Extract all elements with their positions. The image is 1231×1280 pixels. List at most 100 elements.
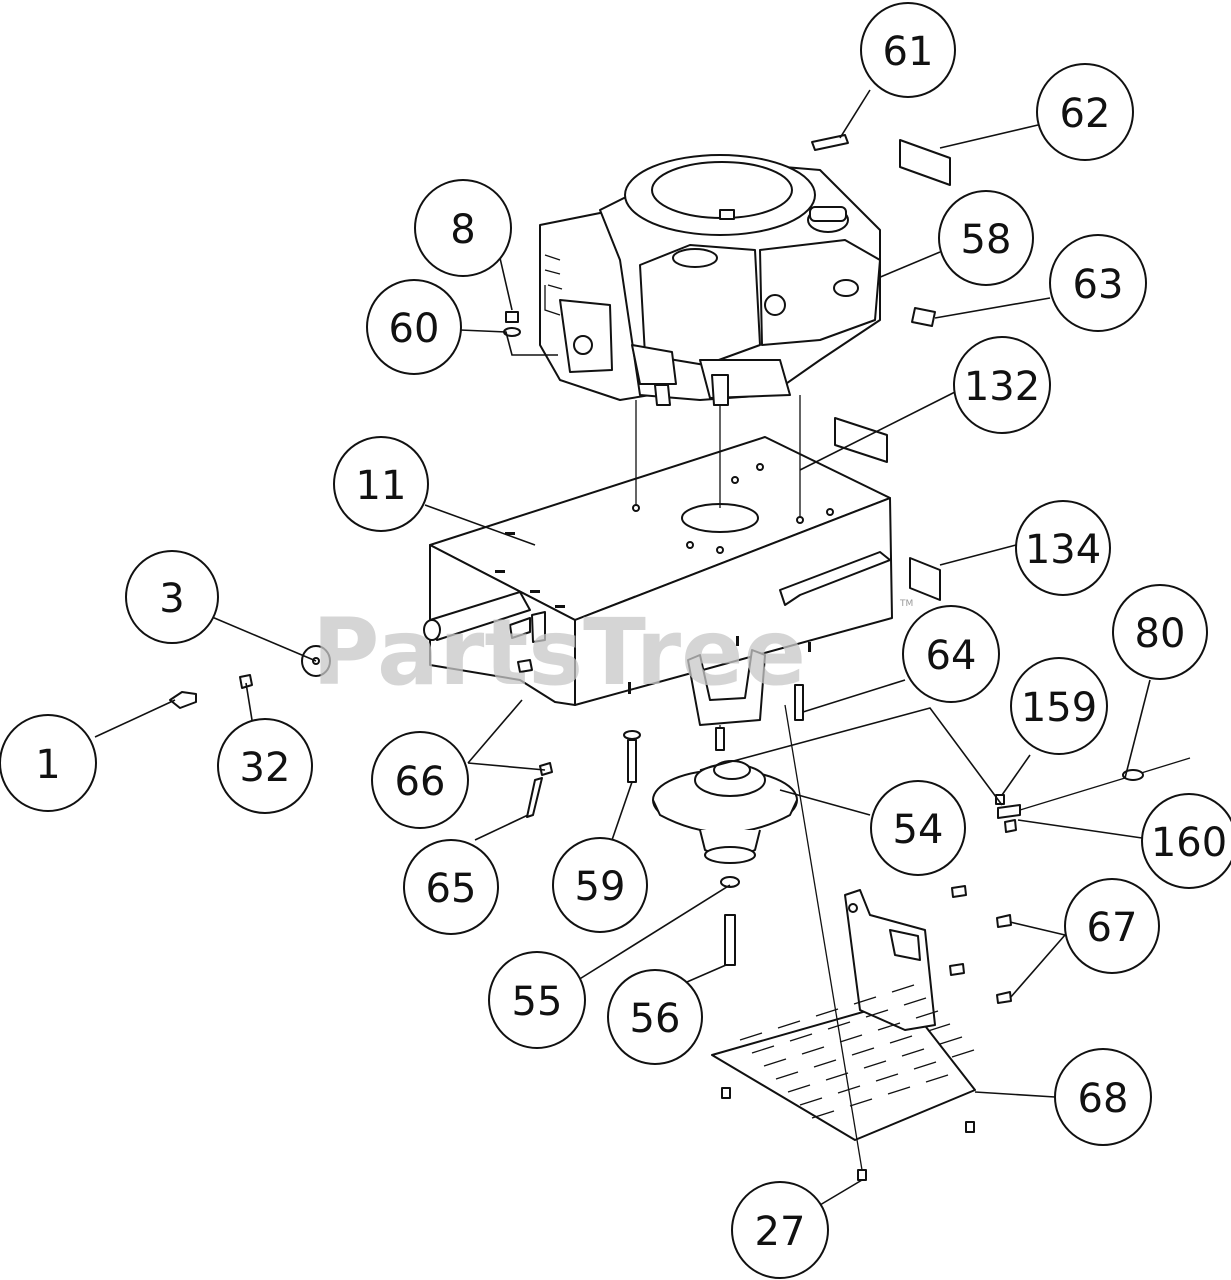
plate-slot (789, 1033, 813, 1042)
leader-line (424, 504, 536, 546)
callout-circle (902, 605, 1000, 703)
callout-64: 64 (902, 605, 1000, 703)
plate-slot (813, 1059, 837, 1068)
callout-label: 27 (755, 1209, 806, 1255)
leader-line (474, 814, 529, 841)
callout-circle (870, 780, 966, 876)
plate-slot (939, 1036, 963, 1045)
callout-132: 132 (953, 336, 1051, 434)
plate-slot (865, 1009, 889, 1018)
leader-line (211, 616, 317, 662)
leader-line (939, 124, 1039, 149)
callout-8: 8 (414, 179, 512, 277)
callout-66: 66 (371, 731, 469, 829)
plate-slot (901, 1048, 925, 1057)
plate-slot (851, 1047, 875, 1056)
callout-circle (607, 969, 703, 1065)
callout-label: 65 (426, 866, 477, 912)
callout-circle (366, 279, 462, 375)
callout-58: 58 (938, 190, 1034, 286)
callout-label: 159 (1021, 685, 1097, 731)
callout-80: 80 (1112, 584, 1208, 680)
engine (539, 154, 881, 406)
callout-61: 61 (860, 2, 956, 98)
leader-line (577, 884, 731, 981)
plate-slot (751, 1045, 775, 1054)
callout-label: 66 (395, 759, 446, 805)
callout-62: 62 (1036, 63, 1134, 161)
callout-3: 3 (125, 550, 219, 644)
callout-label: 61 (883, 29, 934, 75)
callout-circle (0, 714, 97, 812)
callout-label: 62 (1060, 91, 1111, 137)
callout-circle (414, 179, 512, 277)
leader-line (939, 544, 1017, 566)
leader-line (799, 391, 956, 471)
leader-line (459, 329, 558, 356)
callout-1: 1 (0, 714, 97, 812)
callout-11: 11 (333, 436, 429, 532)
plate-slot (891, 984, 915, 993)
callout-label: 80 (1135, 611, 1186, 657)
leader-line (94, 699, 176, 738)
callout-27: 27 (731, 1181, 829, 1279)
plate-slot (739, 1032, 763, 1041)
leader-line (839, 89, 871, 139)
callout-label: 32 (240, 745, 291, 791)
leader-line (1017, 819, 1143, 839)
callout-68: 68 (1054, 1048, 1152, 1146)
leader-line (819, 1179, 863, 1206)
pulley-assembly (652, 760, 798, 864)
callout-circle (333, 436, 429, 532)
callout-label: 68 (1078, 1076, 1129, 1122)
callout-label: 160 (1151, 820, 1227, 866)
plate-slot (887, 1086, 911, 1095)
callout-54: 54 (870, 780, 966, 876)
plate-slot (903, 997, 927, 1006)
callout-label: 58 (961, 217, 1012, 263)
mount-plate (711, 889, 976, 1141)
callout-label: 60 (389, 306, 440, 352)
leader-line (1009, 921, 1066, 936)
mount-lines (635, 395, 801, 728)
leader-line (679, 964, 727, 986)
leader-line (245, 682, 253, 721)
callout-67: 67 (1064, 878, 1160, 974)
callout-label: 11 (356, 463, 407, 509)
callout-circle (1141, 793, 1231, 889)
callout-circle (371, 731, 469, 829)
plate-slot (827, 1021, 851, 1030)
plate-slot (853, 996, 877, 1005)
leader-line (467, 762, 546, 771)
callout-circle (488, 951, 586, 1049)
callout-label: 3 (159, 576, 184, 622)
callout-label: 1 (35, 742, 60, 788)
callout-59: 59 (552, 837, 648, 933)
leader-line (779, 789, 871, 816)
plate-slot (951, 1049, 975, 1058)
callout-160: 160 (1141, 793, 1231, 889)
leader-line (1001, 754, 1031, 796)
callout-circle (1054, 1048, 1152, 1146)
plate-slot (777, 1020, 801, 1029)
callout-circle (125, 550, 219, 644)
leader-line (1009, 934, 1066, 999)
callout-circle (953, 336, 1051, 434)
plate-slot (875, 1073, 899, 1082)
callout-label: 64 (926, 633, 977, 679)
callout-60: 60 (366, 279, 462, 375)
callout-circle (731, 1181, 829, 1279)
leader-line (802, 679, 906, 713)
plate-slot (913, 1061, 937, 1070)
callout-159: 159 (1010, 657, 1108, 755)
callout-63: 63 (1049, 234, 1147, 332)
plate-slot (799, 1097, 823, 1106)
plate-slot (877, 1022, 901, 1031)
callout-circle (860, 2, 956, 98)
plate-slot (927, 1023, 951, 1032)
callout-label: 134 (1025, 527, 1101, 573)
callout-circle (1010, 657, 1108, 755)
plate-slot (849, 1098, 873, 1107)
callout-label: 54 (893, 807, 944, 853)
leader-line (1124, 679, 1151, 779)
